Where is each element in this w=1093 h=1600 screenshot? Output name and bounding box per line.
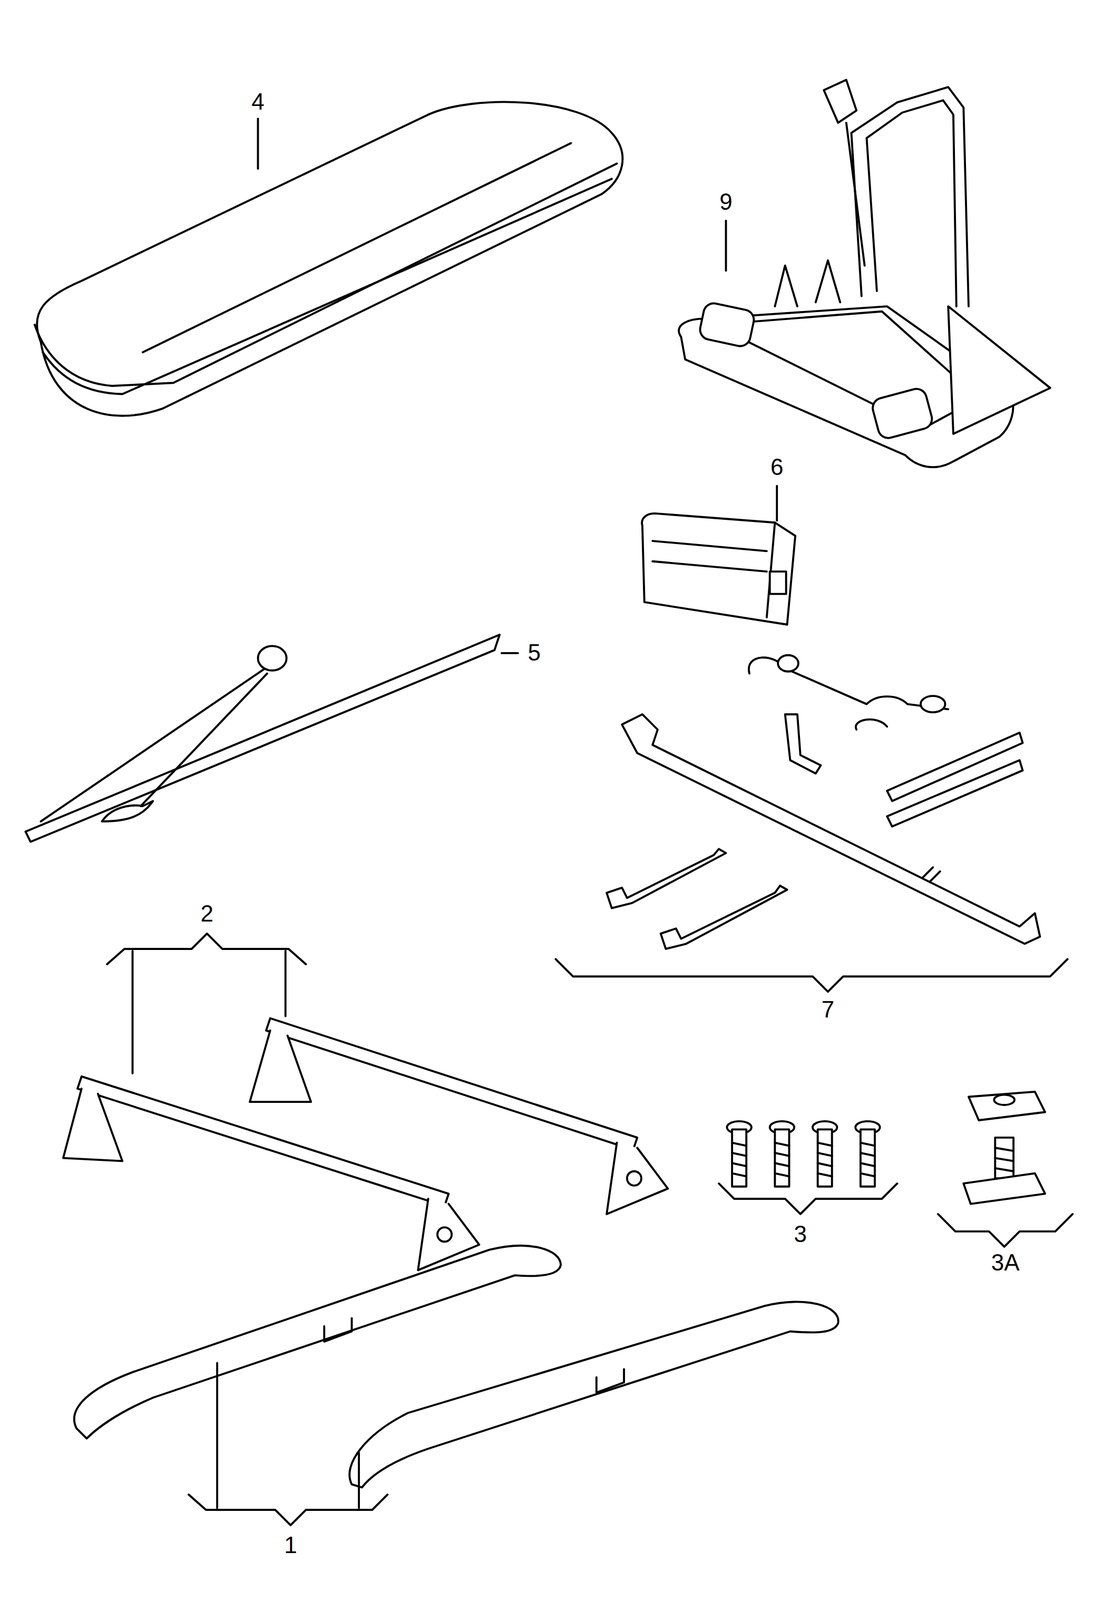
leader-line — [284, 950, 287, 1017]
bracket — [718, 1183, 898, 1214]
leader-line — [501, 651, 519, 655]
leader-line — [257, 118, 260, 169]
callout-number: 7 — [819, 996, 837, 1022]
callout-number: 4 — [249, 89, 267, 115]
ski-rack — [25, 634, 518, 842]
bolts — [718, 1120, 898, 1214]
callout-number: 6 — [768, 454, 786, 480]
leader-line — [131, 950, 134, 1073]
bike-carrier — [678, 80, 1051, 468]
callout-number: 9 — [717, 189, 735, 215]
roof-rails — [74, 1245, 839, 1525]
leader-line — [775, 485, 778, 521]
leader-line — [725, 220, 728, 271]
callout-number: 2 — [198, 900, 216, 926]
roof-bars — [63, 933, 668, 1270]
light-bar — [641, 485, 796, 625]
callout-number: 1 — [281, 1531, 299, 1558]
callout-number: 5 — [525, 639, 543, 666]
leader-line — [357, 1452, 360, 1508]
callout-number: 3A — [989, 1249, 1022, 1275]
callout-number: 3 — [791, 1221, 809, 1247]
bracket — [106, 933, 306, 964]
bracket — [188, 1494, 388, 1525]
leader-line — [216, 1362, 219, 1508]
carrier-kit — [103, 0, 1068, 992]
bracket — [938, 1213, 1073, 1247]
t-bolt — [938, 1091, 1073, 1247]
roof-box — [34, 101, 623, 416]
bracket — [555, 958, 1068, 992]
